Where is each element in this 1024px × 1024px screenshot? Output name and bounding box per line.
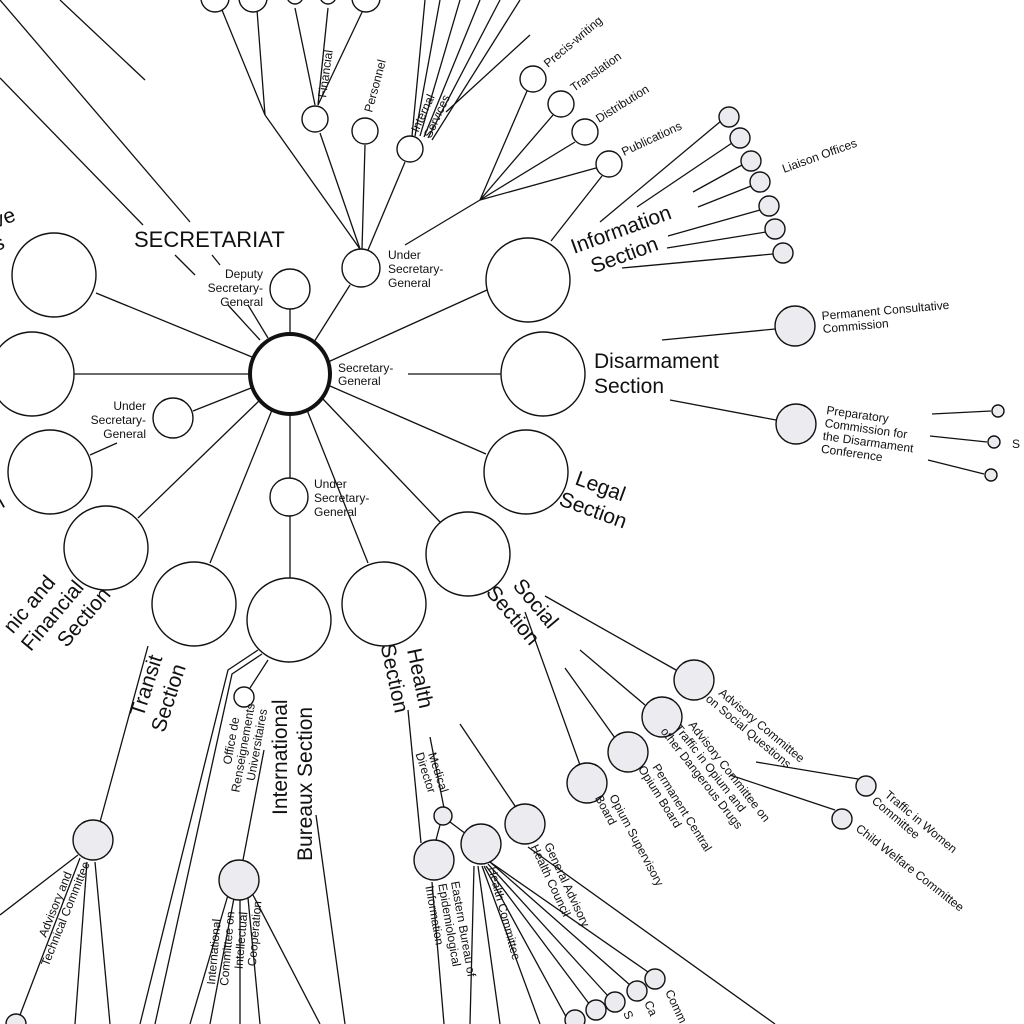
- label-preparatory: PreparatoryCommission forthe Disarmament…: [820, 403, 919, 468]
- label-perm-consultative: Permanent ConsultativeCommission: [821, 298, 951, 336]
- label-medical-director: MedicalDirector: [412, 747, 451, 798]
- title: SECRETARIAT: [134, 227, 285, 252]
- node-liaison-office[interactable]: [718, 106, 740, 128]
- node-intl-bureaux-section[interactable]: [246, 577, 332, 663]
- node-traffic-women[interactable]: [855, 775, 877, 797]
- node-icic[interactable]: [218, 859, 260, 901]
- node-internal-services[interactable]: [396, 135, 424, 163]
- liaison-office-nodes: [718, 106, 794, 264]
- node-adv-technical[interactable]: [72, 819, 114, 861]
- node-disarmament-section[interactable]: [500, 331, 586, 417]
- node-top-3[interactable]: [287, 0, 303, 5]
- node-liaison-office[interactable]: [758, 195, 780, 217]
- node-prep-sub[interactable]: [987, 435, 1001, 449]
- label-eastern-bureau: Eastern Bureau ofEpidemiologicalInformat…: [422, 880, 478, 983]
- label-precis: Precis-writing: [541, 13, 605, 70]
- node-eastern-bureau[interactable]: [413, 839, 455, 881]
- node-health-sub[interactable]: [626, 980, 648, 1002]
- node-preparatory-commission[interactable]: [775, 403, 817, 445]
- node-health-committee[interactable]: [460, 823, 502, 865]
- node-section-partial-3[interactable]: [7, 429, 93, 515]
- node-under-sg-top[interactable]: [341, 248, 381, 288]
- label-internal-services: InternalServices: [408, 87, 453, 141]
- node-top-5[interactable]: [351, 0, 381, 13]
- node-social-section[interactable]: [425, 511, 511, 597]
- label-partial-left-section-2: n: [0, 491, 9, 517]
- label-intl-bureaux-section: InternationalBureaux Section: [269, 699, 317, 861]
- label-secretary-general: Secretary-General: [338, 361, 393, 388]
- label-icic: InternationalCommittee onIntellectualCoo…: [204, 897, 264, 989]
- node-financial[interactable]: [301, 105, 329, 133]
- node-perm-consultative[interactable]: [774, 305, 816, 347]
- node-top-2[interactable]: [238, 0, 268, 13]
- label-distribution: Distribution: [593, 82, 651, 126]
- node-under-sg-bottom[interactable]: [269, 477, 309, 517]
- node-adv-social[interactable]: [673, 659, 715, 701]
- node-economic-section[interactable]: [63, 505, 149, 591]
- label-health-sub-3: S: [620, 1008, 636, 1021]
- node-under-sg-left[interactable]: [152, 397, 194, 439]
- node-medical-director[interactable]: [433, 806, 453, 826]
- label-transit-section: TransitSection: [123, 652, 191, 735]
- node-top-4[interactable]: [320, 0, 336, 5]
- node-health-sub[interactable]: [644, 968, 666, 990]
- label-financial: Financial: [315, 49, 336, 99]
- label-health-sub-1: Comm: [662, 987, 690, 1024]
- node-health-sub[interactable]: [604, 991, 626, 1013]
- node-prep-sub[interactable]: [984, 468, 998, 482]
- node-liaison-office[interactable]: [749, 171, 771, 193]
- label-translation: Translation: [568, 49, 624, 94]
- node-secretary-general[interactable]: [248, 332, 332, 416]
- label-information-section: InformationSection: [568, 201, 683, 282]
- node-transit-sub[interactable]: [5, 1013, 27, 1024]
- node-information-section[interactable]: [485, 237, 571, 323]
- node-gen-adv-health[interactable]: [504, 803, 546, 845]
- node-liaison-office[interactable]: [764, 218, 786, 240]
- node-personnel[interactable]: [351, 117, 379, 145]
- label-personnel: Personnel: [361, 58, 389, 114]
- node-deputy-secretary-general[interactable]: [269, 268, 311, 310]
- node-child-welfare[interactable]: [831, 808, 853, 830]
- node-section-partial-2[interactable]: [0, 331, 75, 417]
- node-distribution[interactable]: [571, 118, 599, 146]
- label-liaison-offices: Liaison Offices: [780, 136, 859, 176]
- node-liaison-office[interactable]: [772, 242, 794, 264]
- node-legal-section[interactable]: [483, 429, 569, 515]
- node-transit-section[interactable]: [151, 561, 237, 647]
- label-office-renseignements: Office deRenseignementsUniversitaires: [216, 700, 271, 796]
- node-publications[interactable]: [595, 150, 623, 178]
- node-top-1[interactable]: [200, 0, 230, 13]
- node-adv-opium[interactable]: [641, 696, 683, 738]
- node-prep-sub[interactable]: [991, 404, 1005, 418]
- label-prep-sub: S: [1012, 437, 1020, 451]
- node-office-renseignements[interactable]: [233, 686, 255, 708]
- node-perm-opium[interactable]: [607, 731, 649, 773]
- node-health-sub[interactable]: [564, 1009, 586, 1024]
- label-health-section: HealthSection: [376, 636, 438, 715]
- node-opium-supervisory[interactable]: [566, 762, 608, 804]
- node-translation[interactable]: [547, 90, 575, 118]
- label-opium-supervisory: Opium SupervisoryBoard: [592, 787, 667, 895]
- label-health-committee: Health Committee: [485, 865, 523, 962]
- node-health-section[interactable]: [341, 561, 427, 647]
- node-section-partial-1[interactable]: [11, 232, 97, 318]
- node-precis[interactable]: [519, 65, 547, 93]
- node-liaison-office[interactable]: [740, 150, 762, 172]
- label-publications: Publications: [619, 119, 684, 159]
- connector-lines: [0, 0, 992, 1024]
- node-health-sub[interactable]: [585, 999, 607, 1021]
- label-health-sub-2: Ca: [641, 998, 660, 1018]
- node-liaison-office[interactable]: [729, 127, 751, 149]
